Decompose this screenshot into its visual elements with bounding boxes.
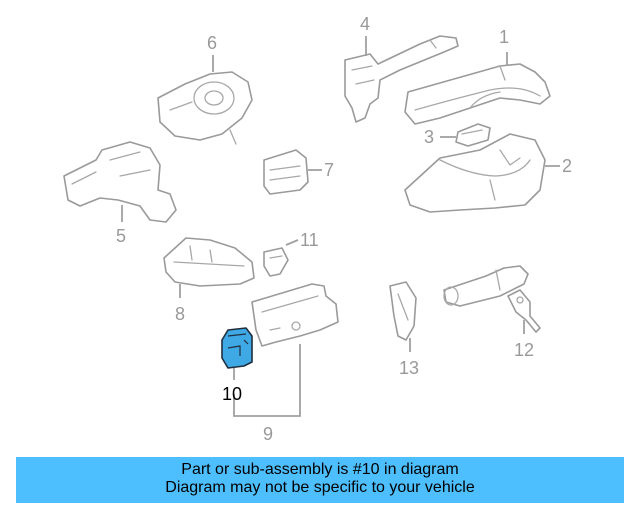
part-12-lock-cylinder: [443, 265, 541, 333]
part-4-stalk-switch: [344, 35, 459, 123]
part-10-highlighted-switch: [221, 327, 253, 369]
part-1-upper-column-cover: [404, 63, 551, 125]
callout-9: 9: [263, 424, 273, 444]
callout-4: 4: [360, 14, 370, 34]
part-13-trim: [389, 281, 417, 341]
banner-line-2: Diagram may not be specific to your vehi…: [165, 479, 475, 496]
callout-3: 3: [424, 127, 434, 147]
part-11-clip: [263, 247, 289, 277]
part-6-clock-spring: [157, 71, 253, 145]
part-8-control-module: [163, 237, 255, 287]
info-banner: Part or sub-assembly is #10 in diagram D…: [16, 457, 624, 503]
callout-10: 10: [222, 384, 242, 404]
callout-5: 5: [116, 226, 126, 246]
part-2-lower-column-cover: [404, 133, 546, 213]
callout-11: 11: [300, 230, 319, 250]
callout-12: 12: [514, 340, 534, 360]
part-9-ignition-housing: [251, 283, 339, 347]
banner-line-1: Part or sub-assembly is #10 in diagram: [181, 461, 459, 478]
callout-2: 2: [562, 156, 572, 176]
callout-6: 6: [207, 33, 217, 53]
leader-11: [285, 239, 299, 246]
part-5-turn-signal-switch: [63, 141, 177, 223]
callout-1: 1: [499, 27, 509, 47]
callout-8: 8: [175, 304, 185, 324]
part-3-clip: [455, 123, 491, 147]
part-7-module: [263, 149, 309, 195]
callout-7: 7: [324, 160, 334, 180]
leader-9: [233, 344, 301, 417]
callout-13: 13: [399, 358, 419, 378]
